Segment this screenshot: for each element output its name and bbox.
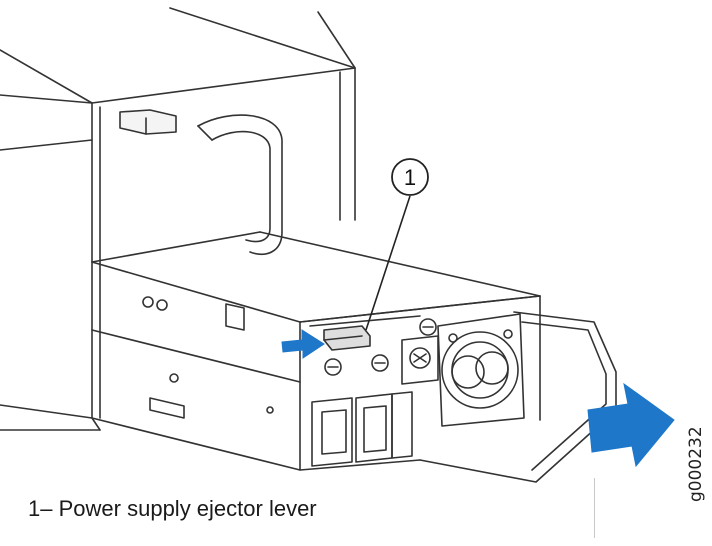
legend-divider [594, 478, 595, 538]
chassis-outline [0, 7, 356, 431]
legend: 1– Power supply ejector lever [28, 496, 317, 522]
push-arrow-icon [281, 329, 325, 359]
chassis-latch-tab [119, 109, 177, 135]
legend-item-separator: – [40, 496, 53, 521]
power-supply-pull-handle [419, 311, 617, 483]
power-connectors [311, 391, 413, 467]
chassis-handle [197, 114, 283, 256]
callout-number: 1 [404, 165, 416, 190]
callout-1: 1 [365, 158, 429, 331]
ejector-lever [323, 325, 371, 351]
power-supply-front-panel [299, 295, 541, 471]
figure-id: g000232 [686, 426, 706, 502]
power-supply-module [91, 231, 541, 471]
legend-item-text: Power supply ejector lever [58, 496, 317, 521]
front-screws [324, 318, 439, 385]
pull-out-arrow-icon [587, 382, 675, 468]
cooling-fan [437, 313, 525, 427]
legend-item-number: 1 [28, 496, 41, 521]
